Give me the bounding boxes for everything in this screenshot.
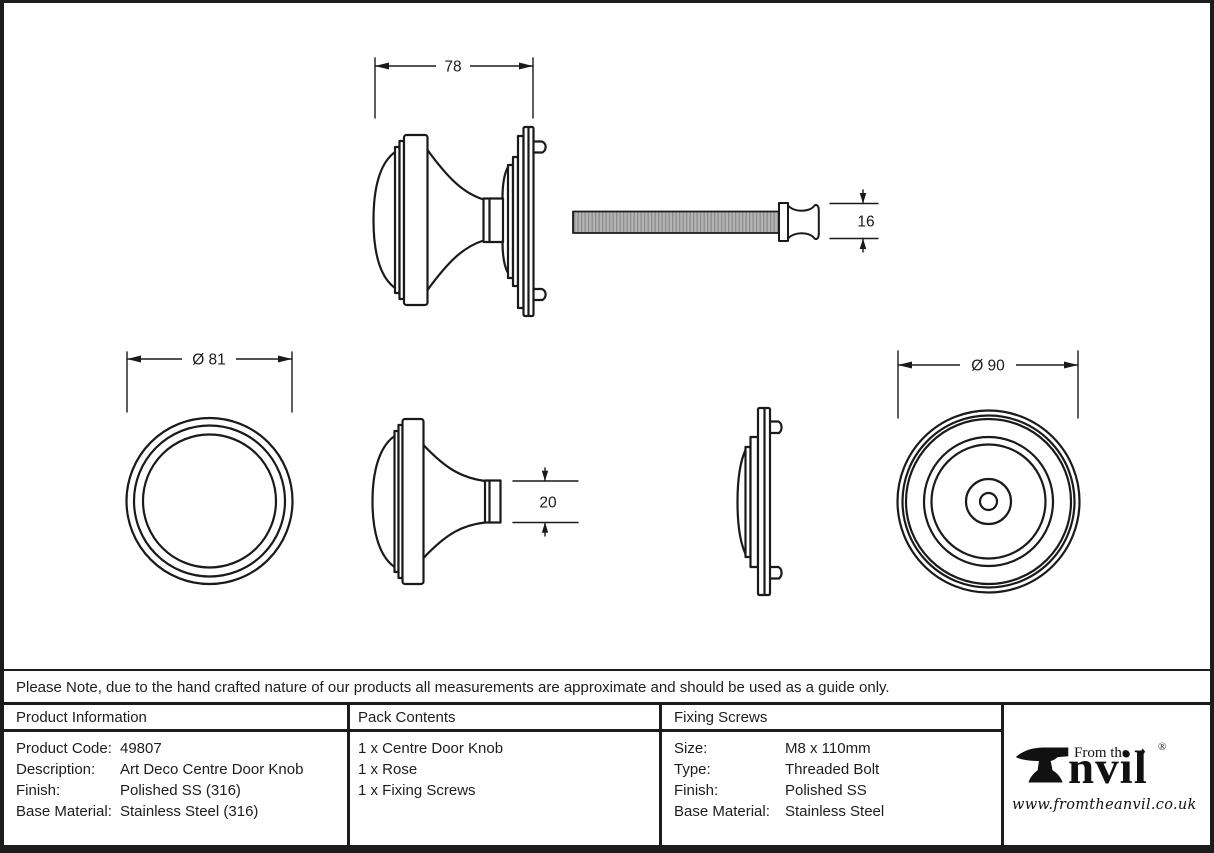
screw-base-material-label: Base Material:	[674, 803, 770, 820]
pack-item: 1 x Centre Door Knob	[358, 740, 504, 757]
rose-side-profile-view	[736, 406, 783, 597]
arrowhead-right-icon	[1064, 361, 1078, 369]
rose-back-view: Ø 90	[896, 350, 1081, 594]
screw-type-label: Type:	[674, 761, 711, 778]
dimension-knob-face-width: 78	[374, 56, 534, 119]
logo-brand-text: nvil	[1068, 742, 1148, 794]
drawing-area: 78	[125, 56, 1081, 597]
dimension-rose-diameter: Ø 90	[897, 350, 1079, 419]
screw-finish-label: Finish:	[674, 782, 719, 799]
measurement-note: Please Note, due to the hand crafted nat…	[16, 679, 890, 696]
screw-base-material-value: Stainless Steel	[785, 803, 885, 820]
anvil-icon	[1015, 747, 1069, 783]
finish-label: Finish:	[16, 782, 61, 799]
diamond-icon: ♦	[1140, 746, 1146, 758]
threaded-bolt-view: 16	[572, 189, 879, 253]
screw-size-label: Size:	[674, 740, 708, 757]
column-divider-2	[659, 702, 662, 848]
dim-label-dia-90: Ø 90	[971, 358, 1005, 375]
bolt-end-spool	[787, 204, 820, 240]
dim-label-dia-81: Ø 81	[192, 352, 226, 369]
product-code-value: 49807	[120, 740, 162, 757]
fixing-lug-bottom	[532, 287, 547, 302]
dimension-knob-diameter: Ø 81	[126, 349, 293, 413]
arrowhead-down-icon	[859, 193, 867, 204]
arrowhead-up-icon	[541, 522, 549, 533]
description-value: Art Deco Centre Door Knob	[120, 761, 304, 778]
dimension-bolt-head: 16	[829, 189, 879, 253]
arrowhead-down-icon	[541, 470, 549, 481]
pack-contents-header: Pack Contents	[358, 709, 456, 726]
column-divider-1	[347, 702, 350, 848]
knob-side-profile-view: 20	[371, 417, 579, 586]
anvil-logo: From the ♦ nvil ® www.fromtheanvil.co.uk	[1012, 727, 1202, 822]
note-row-top-border	[0, 669, 1214, 671]
dim-label-20: 20	[539, 495, 557, 512]
knob-front-view: Ø 81	[125, 349, 294, 586]
fixing-lug-top	[532, 140, 547, 154]
logo-website: www.fromtheanvil.co.uk	[1012, 797, 1197, 813]
description-label: Description:	[16, 761, 96, 778]
screw-finish-value: Polished SS	[785, 782, 867, 799]
logo-tagline: From the	[1074, 745, 1129, 761]
side-view-knob-and-rose: 78	[372, 56, 547, 318]
base-material-value: Stainless Steel (316)	[120, 803, 259, 820]
arrowhead-up-icon	[859, 238, 867, 249]
finish-value: Polished SS (316)	[120, 782, 241, 799]
header-row-bottom-border	[0, 729, 1001, 732]
dimension-neck: 20	[512, 467, 579, 537]
screw-size-value: M8 x 110mm	[785, 740, 871, 757]
arrowhead-left-icon	[375, 62, 389, 70]
fixing-screws-header: Fixing Screws	[674, 709, 768, 726]
product-information-header: Product Information	[16, 709, 147, 726]
screw-type-value: Threaded Bolt	[785, 761, 880, 778]
base-material-label: Base Material:	[16, 803, 112, 820]
pack-item: 1 x Fixing Screws	[358, 782, 476, 799]
arrowhead-right-icon	[519, 62, 533, 70]
table-top-border	[0, 702, 1214, 705]
arrowhead-right-icon	[278, 355, 292, 363]
column-divider-3	[1001, 702, 1004, 848]
fixing-lug-bottom	[768, 565, 783, 580]
knob-side-profile	[372, 133, 505, 307]
fixing-lug-top	[768, 420, 783, 435]
rose-side-profile-attached	[501, 125, 547, 318]
registered-trademark-icon: ®	[1158, 741, 1167, 753]
arrowhead-left-icon	[127, 355, 141, 363]
arrowhead-left-icon	[898, 361, 912, 369]
pack-item: 1 x Rose	[358, 761, 418, 778]
dim-label-78: 78	[444, 59, 461, 76]
threaded-rod	[572, 210, 780, 234]
dim-label-16: 16	[857, 214, 874, 231]
product-code-label: Product Code:	[16, 740, 112, 757]
